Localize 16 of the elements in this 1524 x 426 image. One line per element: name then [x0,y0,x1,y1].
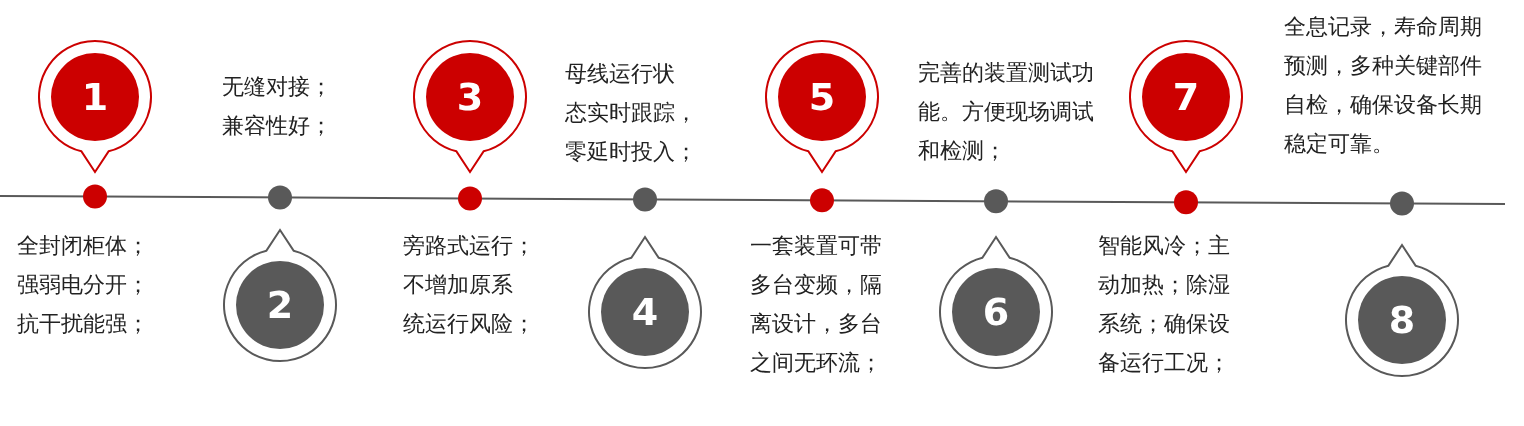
step-number: 1 [80,75,110,119]
description-text: 完善的装置测试功能。方便现场调试和检测； [918,59,1094,165]
step-number: 7 [1171,75,1201,119]
step-number: 8 [1387,298,1417,342]
description-text: 全封闭柜体；强弱电分开；抗干扰能强； [17,232,149,338]
step-number: 4 [630,290,660,334]
step-number: 6 [981,290,1011,334]
step-number: 3 [455,75,485,119]
description-text: 智能风冷；主动加热；除湿系统；确保设备运行工况； [1098,232,1230,377]
description-text: 母线运行状态实时跟踪，零延时投入； [565,60,697,166]
step-number: 5 [807,75,837,119]
description-text: 一套装置可带多台变频，隔离设计，多台之间无环流； [750,232,882,377]
step-number: 2 [265,283,295,327]
description-text: 无缝对接；兼容性好； [222,73,332,140]
description-text: 旁路式运行；不增加原系统运行风险； [403,232,535,338]
description-text: 全息记录，寿命周期预测，多种关键部件自检，确保设备长期稳定可靠。 [1284,13,1482,158]
